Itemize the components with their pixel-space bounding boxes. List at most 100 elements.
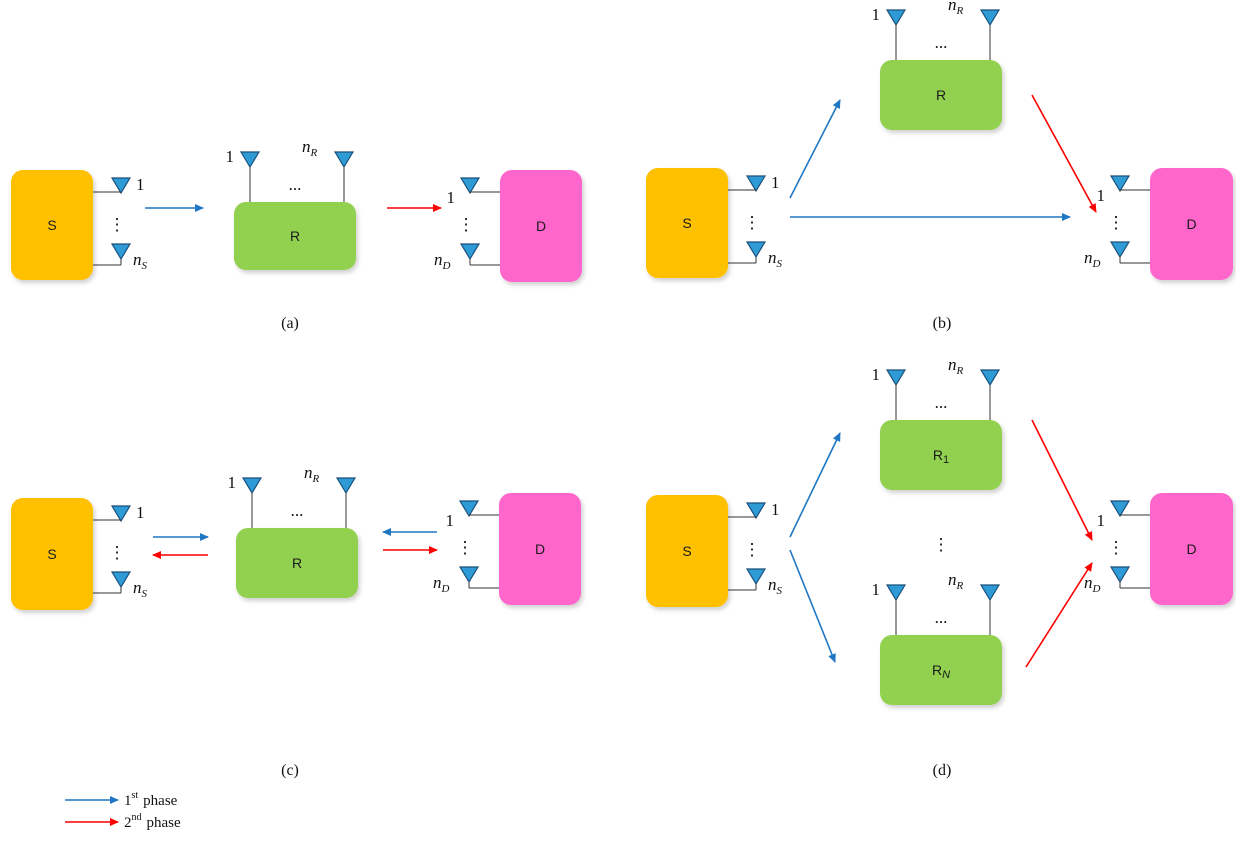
d-source-antenna-label-ns: nS [768,575,783,597]
c-destination-antenna-label-nd: nD [433,573,450,595]
d-relay-1-box [880,420,1002,490]
d-source-antenna-label-1: 1 [771,500,780,519]
a-source-antenna-label-1: 1 [136,175,145,194]
d-relay-n-label: RN [932,662,950,681]
a-source-antenna-top-icon [110,177,132,195]
d-source-label: S [682,543,691,559]
c-source-antenna-ellipsis: ⋮ [109,543,126,562]
c-relay-antenna-right-icon [335,477,357,495]
d-destination-antenna-top-icon [1109,500,1131,518]
c-relay-label: R [292,555,302,571]
b-relay-box [880,60,1002,130]
d-relay-1-antenna-right-icon [979,369,1001,387]
d-destination-antenna-label-nd: nD [1084,573,1101,595]
a-destination-antenna-top-icon [459,177,481,195]
b-destination-box [1150,168,1233,280]
b-source-label: S [682,215,691,231]
a-relay-antenna-label-nr: nR [302,137,318,159]
a-source-antenna-label-ns: nS [133,250,148,272]
a-relay-antenna-right-icon [333,151,355,169]
d-source-antenna-bottom-icon [745,568,767,586]
d-destination-label: D [1186,541,1196,557]
a-source-antenna-ellipsis: ⋮ [109,215,126,234]
a-relay-antenna-left-icon [239,151,261,169]
d-relay-n-antenna-left-icon [885,584,907,602]
d-relays-ellipsis: ⋮ [933,535,950,554]
d-source-antenna-ellipsis: ⋮ [744,540,761,559]
caption-d: (d) [933,762,952,779]
a-destination-antenna-label-nd: nD [434,250,451,272]
d-relay-1-antenna-label-nr: nR [948,355,964,377]
c-source-antenna-label-ns: nS [133,578,148,600]
b-source-antenna-ellipsis: ⋮ [744,213,761,232]
d-arrow-phase2-relay-n [1025,562,1093,668]
caption-a: (a) [281,315,299,332]
d-destination-antenna-label-1: 1 [1097,511,1106,530]
d-arrow-phase1-relay-n [789,549,836,663]
b-destination-antenna-bottom-icon [1109,241,1131,259]
b-destination-antenna-top-icon [1109,175,1131,193]
a-destination-label: D [536,218,546,234]
d-destination-antenna-ellipsis: ⋮ [1108,538,1125,557]
d-relay-1-antenna-ellipsis: ... [935,393,948,412]
c-source-label: S [47,546,56,562]
d-source-box [646,495,728,607]
b-destination-label: D [1186,216,1196,232]
b-source-antenna-bottom-icon [745,241,767,259]
d-relay-n-antenna-right-icon [979,584,1001,602]
b-destination-antenna-label-1: 1 [1097,186,1106,205]
d-relay-n-antenna-label-nr: nR [948,570,964,592]
a-source-label: S [47,217,56,233]
c-destination-antenna-label-1: 1 [446,511,455,530]
c-source-antenna-bottom-icon [110,571,132,589]
c-destination-antenna-bottom-icon [458,566,480,584]
b-source-box [646,168,728,278]
b-relay-antenna-label-nr: nR [948,0,964,17]
a-destination-antenna-label-1: 1 [447,188,456,207]
a-destination-antenna-ellipsis: ⋮ [458,215,475,234]
c-destination-box [499,493,581,605]
a-source-antenna-bottom-icon [110,243,132,261]
caption-b: (b) [933,315,952,332]
b-destination-antenna-label-nd: nD [1084,248,1101,270]
a-relay-box [234,202,356,270]
b-arrow-phase2 [1031,94,1097,213]
c-destination-antenna-top-icon [458,500,480,518]
b-relay-antenna-right-icon [979,9,1001,27]
d-arrow-phase1-relay-1 [789,432,841,538]
c-relay-antenna-label-1: 1 [228,473,237,492]
c-relay-antenna-ellipsis: ... [291,501,304,520]
c-relay-box [236,528,358,598]
b-source-antenna-top-icon [745,175,767,193]
d-relay-n-antenna-ellipsis: ... [935,608,948,627]
c-destination-label: D [535,541,545,557]
d-relay-n-box [880,635,1002,705]
d-destination-box [1150,493,1233,605]
a-relay-label: R [290,228,300,244]
c-source-box [11,498,93,610]
d-relay-1-antenna-label-1: 1 [872,365,881,384]
b-relay-label: R [936,87,946,103]
b-destination-antenna-ellipsis: ⋮ [1108,213,1125,232]
c-source-antenna-label-1: 1 [136,503,145,522]
d-relay-1-label: R1 [933,447,949,466]
a-source-box [11,170,93,280]
caption-c: (c) [281,762,299,779]
c-source-antenna-top-icon [110,505,132,523]
d-arrow-phase2-relay-1 [1031,419,1093,541]
c-destination-antenna-ellipsis: ⋮ [457,538,474,557]
b-arrow-phase1-relay [789,99,841,199]
d-destination-antenna-bottom-icon [1109,566,1131,584]
d-relay-1-antenna-left-icon [885,369,907,387]
b-relay-antenna-label-1: 1 [872,5,881,24]
c-relay-antenna-label-nr: nR [304,463,320,485]
a-destination-box [500,170,582,282]
a-destination-antenna-bottom-icon [459,243,481,261]
a-relay-antenna-ellipsis: ... [289,175,302,194]
b-source-antenna-label-1: 1 [771,173,780,192]
b-source-antenna-label-ns: nS [768,248,783,270]
c-relay-antenna-left-icon [241,477,263,495]
